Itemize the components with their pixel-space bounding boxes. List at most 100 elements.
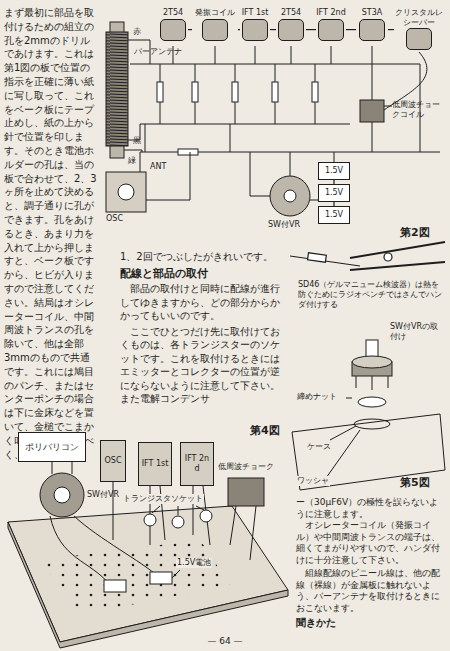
figure-2-wiring-part-part: [232, 82, 238, 102]
figure-number: 第2図: [400, 226, 430, 240]
figure-2-wiring-part: [178, 149, 198, 155]
component-body: [359, 19, 385, 41]
component-body: [160, 19, 186, 41]
part-name: 1.5V電池: [176, 558, 212, 568]
figure-4-chassis-part: [144, 514, 156, 526]
part-label: IFT 2nd: [316, 8, 346, 18]
figure-2-wiring-part: [360, 100, 384, 122]
figure-5-volume-mount-part: [358, 397, 386, 407]
figure-4-chassis-part: [113, 482, 210, 545]
figure-2-wiring-part: [118, 184, 134, 200]
wire-color: 赤: [133, 27, 141, 37]
part-label: OSC: [103, 456, 123, 466]
figure-2-wiring-part: [372, 64, 392, 152]
figure-number: 第4図: [250, 424, 280, 438]
part-name: ケース: [306, 442, 332, 452]
figure-4-chassis-part: [50, 516, 160, 585]
figure-5-volume-mount: [292, 340, 445, 490]
figure-5-volume-mount-part: [292, 414, 445, 490]
figure-2-wiring-part: [140, 152, 190, 200]
figure-4-chassis-part: [8, 522, 288, 648]
body-paragraph: 部品の取付けと同時に配線が進行してゆきますから、どの部分からかかってもいいのです…: [120, 282, 283, 323]
figure-note: SD46（ゲルマニューム検波器）は熱を防ぐためにラジオペンチではさんでハンダ付け…: [298, 280, 445, 310]
body-paragraph: 組線配線のビニール線は、他の配線（裸線）が金属板に触れないよう、バーアンテナを取…: [296, 568, 446, 614]
figure-2-wiring-part: [270, 176, 310, 216]
figure-4-chassis-part: [40, 473, 84, 517]
component: 2T54: [158, 8, 188, 41]
figure-4-chassis-part: [228, 478, 264, 506]
figure-3-pliers-diode-part: [308, 253, 327, 262]
figure-4-chassis-part: [104, 580, 126, 592]
terminal-name: ANT: [150, 162, 166, 172]
part-label: 発振コイル: [192, 8, 238, 18]
part-name: バーアンテナ: [134, 48, 142, 57]
figure-2-wiring-part-part: [272, 82, 278, 102]
figure-2-wiring-part: [106, 172, 146, 212]
figure-note: SW付VRの取付け: [390, 322, 446, 342]
text-column: ー（30μF6V）の極性を誤らないように注意します。オシレーターコイル（発振コイ…: [296, 497, 446, 631]
body-paragraph: ここでひとつだけ先に取付けておくものは、各トランジスターのソケットです。これを取…: [120, 325, 283, 406]
section-heading: 聞きかた: [296, 617, 446, 629]
figure-2-wiring-part: [250, 152, 318, 200]
figure-3-pliers-diode-part: [384, 253, 392, 261]
part-label: 2T54: [276, 8, 306, 18]
component-body: [406, 28, 432, 50]
part-label: ポリバリコン: [21, 442, 83, 453]
part-box: 1.5V: [318, 184, 350, 202]
part-box: IFT 1st: [138, 442, 172, 486]
figure-2-wiring-part: [106, 32, 128, 146]
body-paragraph: まず最初に部品を取付けるための組立の孔を2mmのドリルであけます。これは第1図の…: [4, 6, 98, 461]
terminal-name: OSC: [106, 214, 123, 224]
figure-2-wiring-part-part: [192, 82, 198, 102]
figure-3-pliers-diode: [290, 242, 445, 270]
component: ST3A: [356, 8, 388, 41]
part-label: IFT 1st: [141, 459, 169, 469]
component: IFT 2nd: [316, 8, 346, 41]
wire-color: 緑: [128, 156, 136, 166]
figure-2-wiring-part-part: [160, 64, 315, 124]
figure-4-chassis-part: [172, 516, 184, 528]
figure-5-volume-mount-part: [326, 398, 360, 478]
part-name: SW付VR: [87, 490, 119, 500]
part-name: SW付VR: [268, 220, 300, 230]
figure-2-wiring-part-part: [157, 82, 163, 102]
part-label: 1.5V: [321, 188, 347, 198]
figure-2-wiring-part: [173, 46, 372, 64]
figure-2-wiring-part: [334, 152, 335, 162]
figure-2-wiring-part: [157, 64, 318, 124]
component-body: [202, 19, 228, 41]
component: クリスタルレシーバー: [394, 8, 444, 50]
part-name: 締めナット: [296, 392, 338, 402]
text-column: まず最初に部品を取付けるための組立の孔を2mmのドリルであけます。これは第1図の…: [4, 6, 98, 463]
wire: [238, 29, 240, 30]
part-box: OSC: [100, 440, 126, 482]
component: 発振コイル: [192, 8, 238, 41]
part-name: トランジスタソケット: [122, 494, 204, 504]
part-label: ST3A: [356, 8, 388, 18]
figure-2-wiring-part: [124, 40, 150, 152]
part-box: IFT 2nd: [180, 442, 214, 486]
figure-2-wiring-part-part: [312, 82, 318, 102]
body-paragraph: ー（30μF6V）の極性を誤らないように注意します。: [296, 497, 446, 520]
component-body: [278, 19, 304, 41]
figure-5-volume-mount-part: [354, 419, 390, 429]
figure-4-chassis-part: [172, 570, 180, 578]
part-label: 1.5V: [321, 166, 347, 176]
figure-4-chassis-part: [150, 572, 172, 584]
part-label: IFT 2nd: [183, 454, 211, 473]
part-name: 低周波チョークコイル: [392, 100, 444, 120]
body-paragraph: 1、2回でつぶしたがきれいです。: [120, 250, 283, 264]
figure-number: 第5図: [400, 476, 430, 490]
figure-2-wiring: [106, 22, 440, 216]
part-box: 1.5V: [318, 206, 350, 224]
figure-4-chassis: [8, 462, 288, 648]
text-column: 1、2回でつぶしたがきれいです。配線と部品の取付部品の取付けと同時に配線が進行し…: [120, 250, 283, 408]
wire: [270, 29, 276, 30]
section-heading: 配線と部品の取付: [120, 267, 283, 281]
figure-5-volume-mount-part: [352, 356, 392, 368]
wire-color: 黒: [133, 136, 141, 146]
part-label: クリスタルレシーバー: [394, 8, 444, 27]
part-box: 1.5V: [318, 162, 350, 180]
